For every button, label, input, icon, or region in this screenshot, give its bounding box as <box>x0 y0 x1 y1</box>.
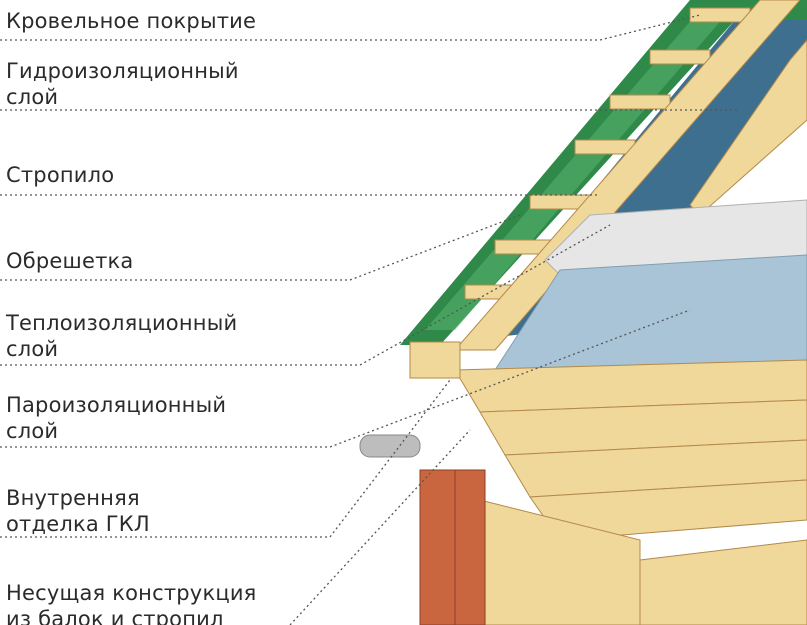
label-battens: Обрешетка <box>6 248 133 274</box>
gutter-pipe <box>359 434 421 458</box>
leader-interior-finish <box>0 379 451 538</box>
label-line: слой <box>6 85 59 109</box>
label-roof-covering: Кровельное покрытие <box>6 8 256 34</box>
ceiling-boards <box>454 359 807 541</box>
rafter-back <box>689 39 807 216</box>
label-line: Теплоизоляционный <box>6 311 238 335</box>
vapor-barrier-shape <box>494 254 807 371</box>
rafter-front <box>453 0 801 351</box>
label-line: отделка ГКЛ <box>6 512 150 536</box>
leader-roof-covering <box>0 14 701 41</box>
label-line: Внутренняя <box>6 486 140 510</box>
leader-insulation <box>0 224 611 366</box>
label-line: Стропило <box>6 163 115 187</box>
label-line: Кровельное покрытие <box>6 9 257 33</box>
leader-lines <box>0 14 740 625</box>
leader-battens <box>0 214 521 281</box>
leader-vapor-barrier <box>0 309 691 448</box>
leader-load-bearing <box>289 429 471 625</box>
label-line: слой <box>6 337 59 361</box>
label-waterproofing-layer: Гидроизоляционный слой <box>6 58 239 110</box>
beam-end <box>409 341 461 379</box>
label-load-bearing-structure: Несущая конструкция из балок и стропил <box>6 580 257 625</box>
label-line: слой <box>6 419 59 443</box>
label-insulation-layer: Теплоизоляционный слой <box>6 310 237 362</box>
label-line: Обрешетка <box>6 249 134 273</box>
label-line: Пароизоляционный <box>6 393 227 417</box>
label-line: Несущая конструкция <box>6 581 257 605</box>
label-line: Гидроизоляционный <box>6 59 239 83</box>
label-interior-finish: Внутренняя отделка ГКЛ <box>6 485 150 537</box>
label-line: из балок и стропил <box>6 607 224 625</box>
label-rafter: Стропило <box>6 162 114 188</box>
brick-column <box>419 469 486 625</box>
wall-right <box>639 539 807 625</box>
label-vapor-barrier-layer: Пароизоляционный слой <box>6 392 226 444</box>
